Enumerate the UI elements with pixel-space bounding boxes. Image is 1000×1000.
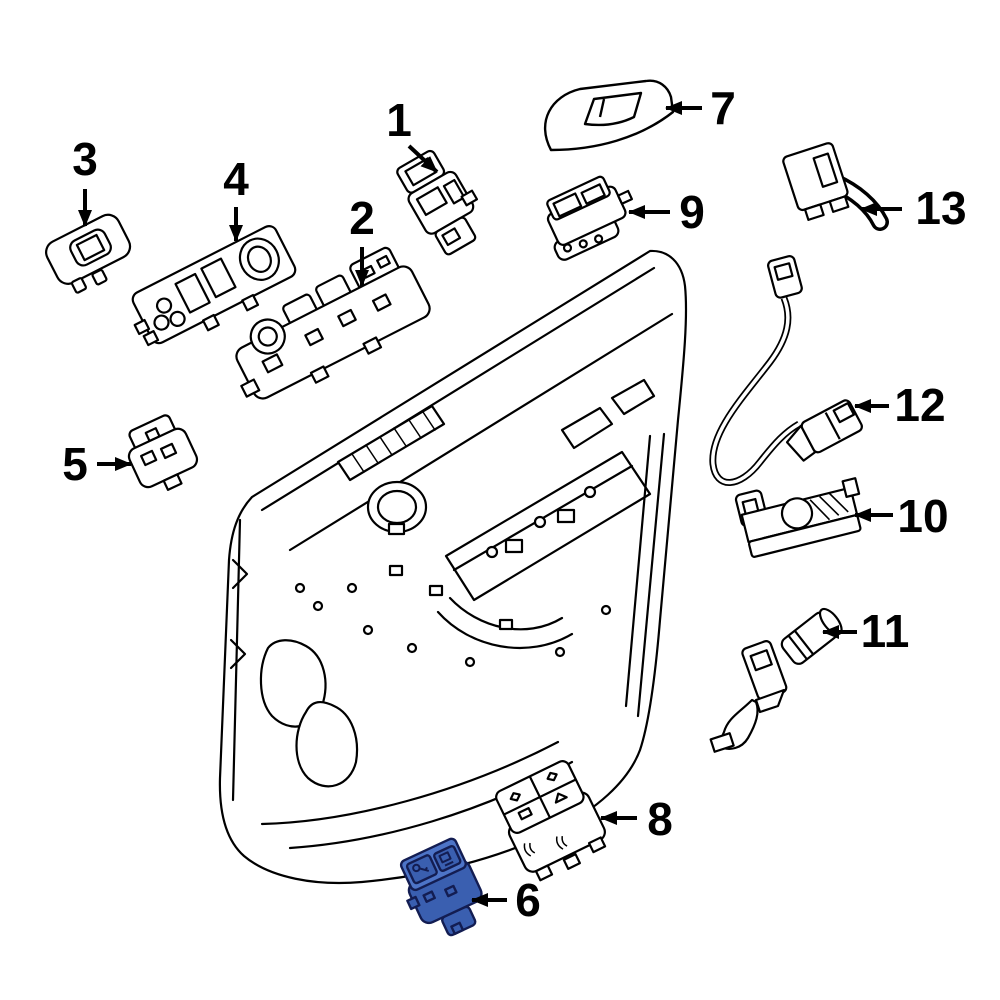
callout-4-label: 4 [223,153,249,205]
part-7-handle-bezel [543,79,675,152]
part-3-switch-bezel [45,213,132,294]
callout-9-label: 9 [679,186,705,238]
callout-12-label: 12 [894,379,946,431]
callout-8-label: 8 [647,793,673,845]
part-5-switch [127,414,199,491]
part-6-window-switch-highlighted [399,837,483,937]
callout-3-label: 3 [72,133,98,185]
callout-1-arrow [407,144,439,174]
part-10-courtesy-lamp [734,477,862,558]
callout-10-label: 10 [897,490,949,542]
callout-2-label: 2 [349,192,375,244]
callout-13-label: 13 [915,182,967,234]
part-4-switch-panel-bezel [131,225,297,347]
part-9-switch [546,175,634,261]
callout-5-label: 5 [62,438,88,490]
callout-1-label: 1 [386,94,412,146]
door-trim-panel [218,249,688,885]
part-8-switch-pad [495,760,607,882]
callout-11-label: 11 [860,605,910,657]
key-icon [412,863,430,873]
callout-6-label: 6 [515,874,541,926]
part-13-connector-with-cable [782,142,889,231]
callout-7-label: 7 [710,82,736,134]
part-12-wire-harness [709,255,863,486]
part-1-switch [396,149,479,256]
part-11-bulb-socket-harness [709,607,843,753]
window-icon [438,851,454,867]
